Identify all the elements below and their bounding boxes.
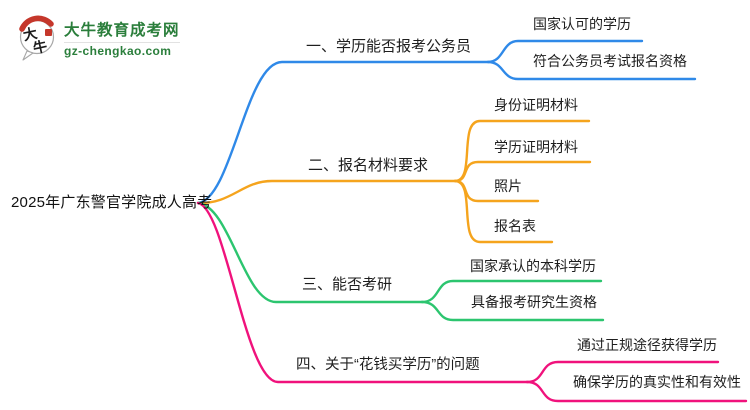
branch1-child1-line	[486, 39, 644, 64]
branch1-child2-line	[486, 60, 697, 81]
branch1-lines	[196, 39, 697, 205]
logo-domain: gz-chengkao.com	[64, 42, 180, 58]
branch4-lines	[196, 201, 748, 403]
daniu-bull-seal-icon: 大 牛	[19, 15, 55, 61]
branch1-main-line	[196, 60, 490, 205]
branch3-child1-label: 国家承认的本科学历	[470, 258, 596, 274]
branch3-main-line	[196, 201, 424, 304]
branch4-label: 四、关于“花钱买学历”的问题	[296, 357, 480, 373]
branch1-child2-label: 符合公务员考试报名资格	[533, 53, 687, 69]
branch4-child1-line	[525, 360, 720, 384]
red-arc	[19, 15, 54, 32]
branch2-child4-line	[453, 179, 554, 244]
branch2-child3-label: 照片	[494, 178, 522, 194]
branch4-child2-line	[525, 380, 748, 403]
branch2-lines	[196, 119, 592, 244]
logo-title: 大牛教育成考网	[64, 22, 180, 39]
branch3-lines	[196, 201, 605, 322]
branch1-child1-label: 国家认可的学历	[533, 16, 631, 32]
branch2-main-line	[196, 179, 457, 205]
branch2-label: 二、报名材料要求	[308, 157, 429, 174]
branch2-child4-label: 报名表	[494, 218, 536, 234]
branch2-child2-line	[453, 160, 592, 183]
logo-char-da: 大	[21, 25, 38, 44]
branch2-child1-label: 身份证明材料	[494, 97, 578, 113]
branch4-child2-label: 确保学历的真实性和有效性	[573, 374, 741, 390]
branch3-child1-line	[420, 279, 603, 304]
branch3-label: 三、能否考研	[302, 276, 393, 293]
root-node-label: 2025年广东警官学院成人高考	[11, 194, 213, 211]
red-seal	[45, 29, 52, 36]
branch3-child2-line	[420, 300, 605, 322]
branch3-child2-label: 具备报考研究生资格	[471, 294, 597, 310]
branch2-child2-label: 学历证明材料	[494, 139, 578, 155]
branch4-main-line	[196, 201, 529, 384]
branch4-child1-label: 通过正规途径获得学历	[577, 337, 717, 353]
site-logo: 大 牛 大牛教育成考网 gz-chengkao.com	[14, 14, 180, 64]
branch1-label: 一、学历能否报考公务员	[306, 38, 472, 55]
logo-char-niu: 牛	[31, 38, 48, 57]
